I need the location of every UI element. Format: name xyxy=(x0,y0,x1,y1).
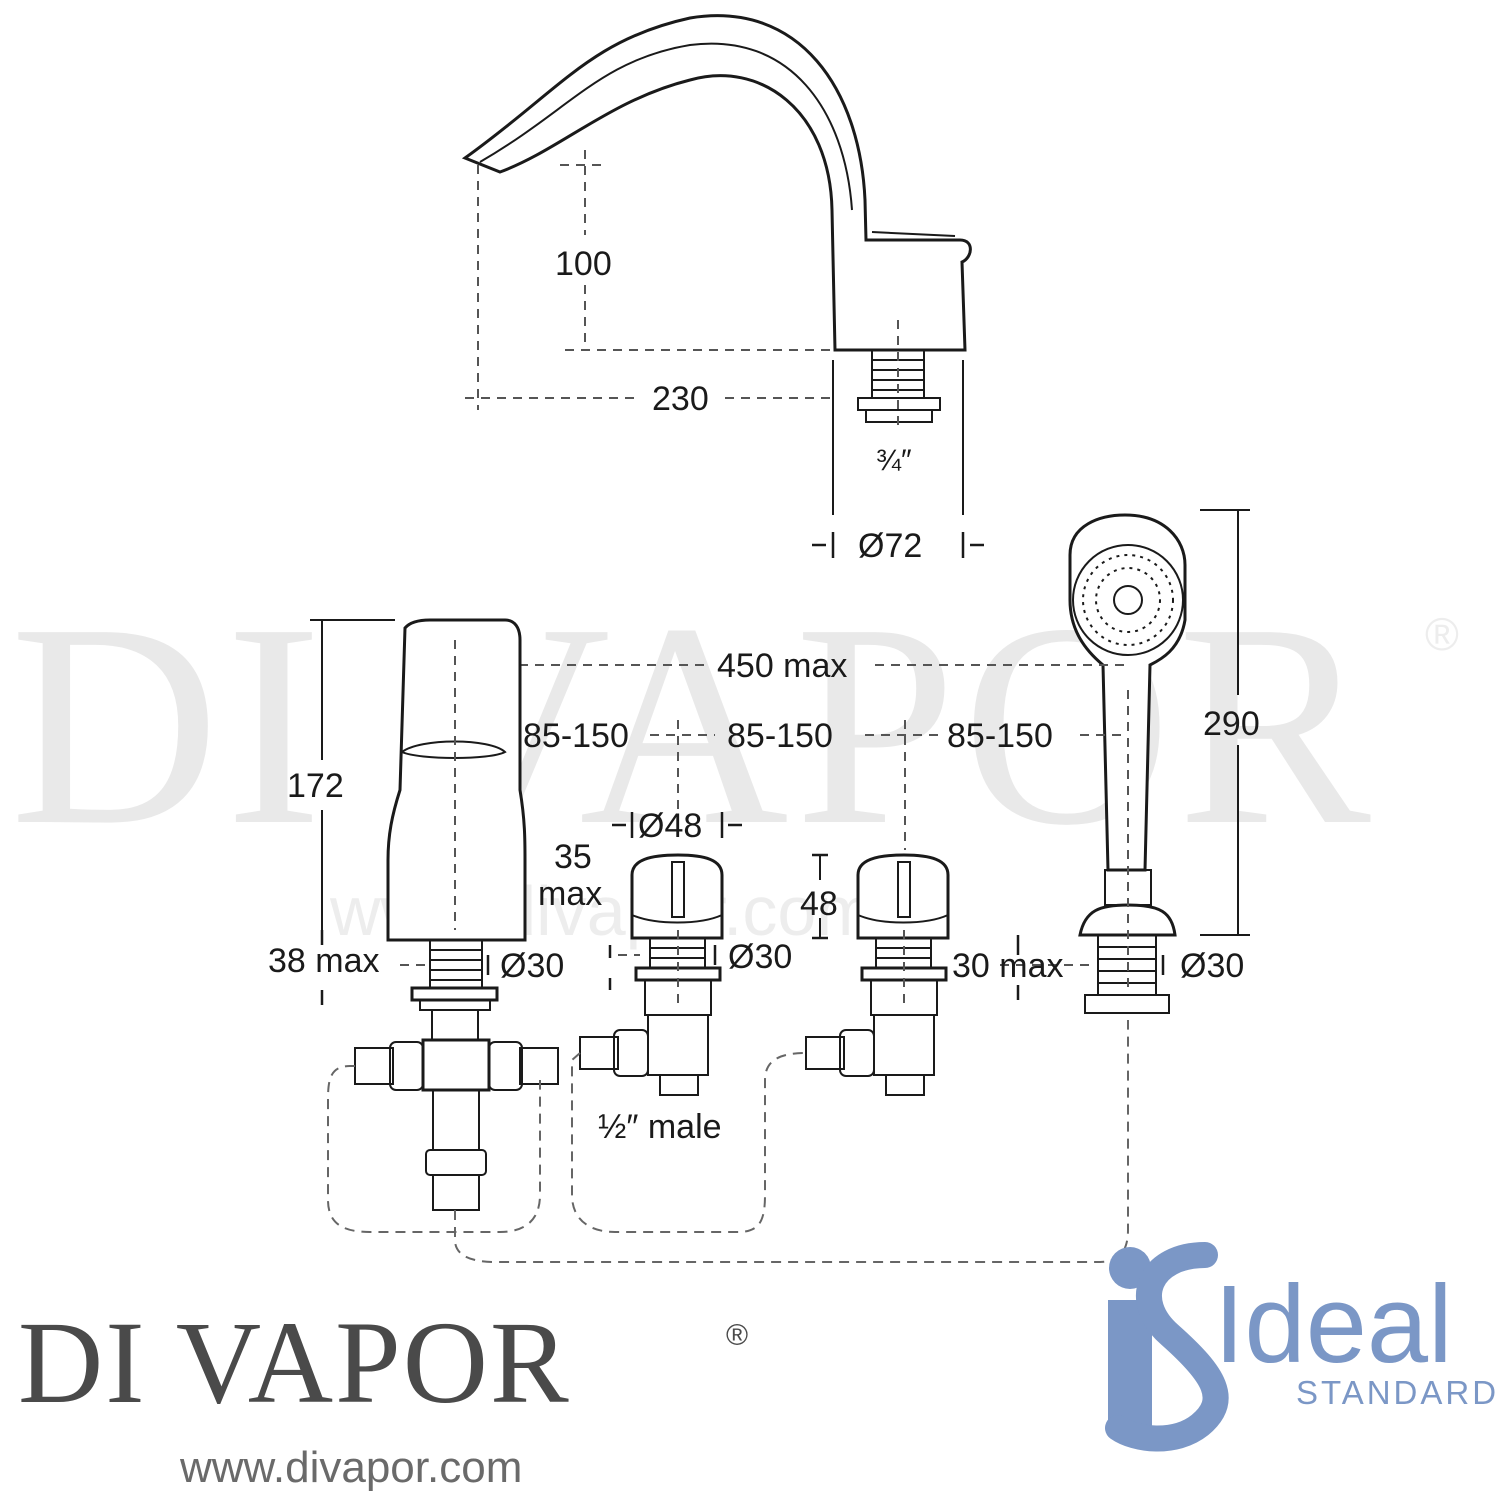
shower-deck-max-label: 30 max xyxy=(952,947,1064,985)
handle-diameter-label: Ø48 xyxy=(638,807,702,845)
valve-right-dimensions: 48 xyxy=(800,853,905,1010)
valve-left xyxy=(579,853,724,1096)
spout-thread-label: ¾″ xyxy=(876,444,912,477)
brand-url: www.divapor.com xyxy=(179,1443,522,1492)
logo-swoosh-icon xyxy=(1105,1242,1229,1452)
mixer-dimensions: 172 38 max Ø30 xyxy=(268,619,564,1005)
mixer-shank-label: Ø30 xyxy=(500,947,564,985)
spacing-1-label: 85-150 xyxy=(523,717,629,755)
spout-reach-label: 230 xyxy=(652,380,709,418)
spacing-2-label: 85-150 xyxy=(727,717,833,755)
shower-shank-label: Ø30 xyxy=(1180,947,1244,985)
brand-name: DI VAPOR xyxy=(18,1297,571,1428)
handle-height-left-unit: max xyxy=(538,875,602,913)
logo-word: Ideal xyxy=(1214,1263,1453,1386)
watermark-registered: ® xyxy=(1425,608,1459,660)
divapor-brand: DI VAPOR ® www.divapor.com xyxy=(18,1297,748,1492)
ideal-standard-logo: Ideal STANDARD xyxy=(1105,1242,1499,1452)
overall-span-label: 450 max xyxy=(717,647,847,685)
logo-i-icon xyxy=(1108,1300,1152,1430)
spout-dimensions: 100 230 ¾″ Ø72 xyxy=(465,150,984,565)
hand-shower-dimensions: 290 Ø30 30 max xyxy=(952,509,1260,1000)
hand-shower-length-label: 290 xyxy=(1203,705,1260,743)
valve-left-dimensions: Ø48 35 max Ø30 ½″ male xyxy=(538,807,792,1146)
bath-spout xyxy=(461,14,972,423)
outlet-label: ½″ male xyxy=(598,1108,722,1146)
mixer-deck-max-label: 38 max xyxy=(268,942,380,980)
spout-height-label: 100 xyxy=(555,245,612,283)
valve-right xyxy=(805,853,950,1096)
logo-sub: STANDARD xyxy=(1296,1374,1499,1411)
spout-base-diameter-label: Ø72 xyxy=(858,527,922,565)
pipework xyxy=(327,1020,1129,1263)
brand-registered: ® xyxy=(726,1319,748,1352)
valve-shank-label: Ø30 xyxy=(728,938,792,976)
spacing-dimensions: 450 max 85-150 85-150 85-150 xyxy=(455,647,1128,850)
spacing-3-label: 85-150 xyxy=(947,717,1053,755)
handle-height-left-label: 35 xyxy=(554,838,592,876)
handle-height-right-label: 48 xyxy=(800,885,838,923)
watermark: DI VAPOR ® www.divapor.com xyxy=(10,564,1459,950)
mixer-height-label: 172 xyxy=(287,767,344,805)
